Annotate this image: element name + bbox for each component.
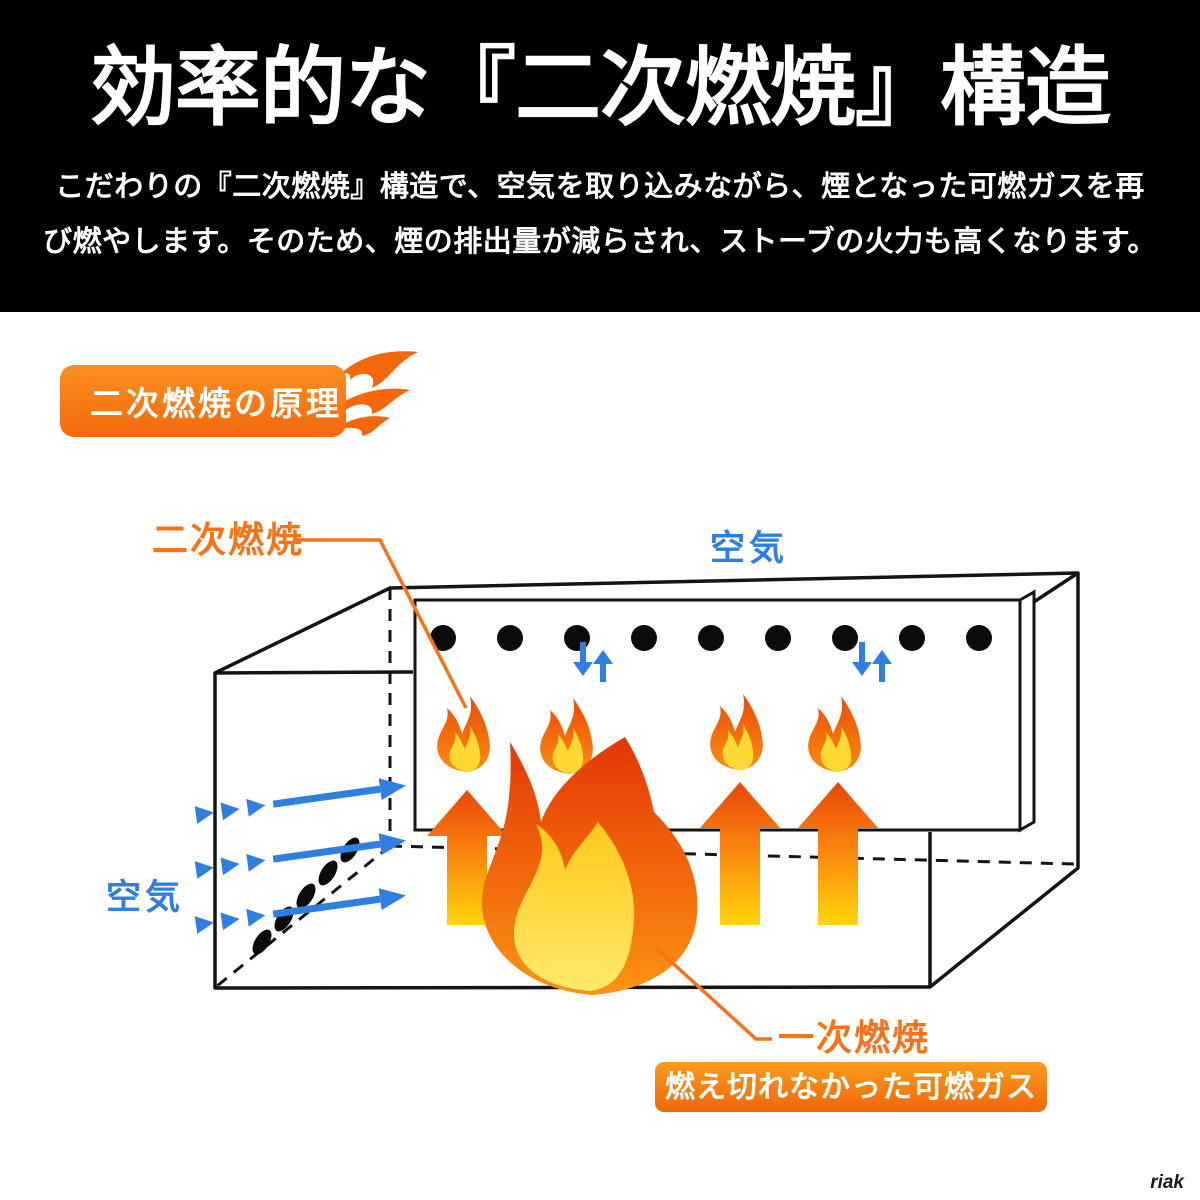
air-left-label: 空気 bbox=[106, 878, 184, 917]
gas-badge: 燃え切れなかった可燃ガス bbox=[655, 1062, 1047, 1112]
principle-badge: 二次燃焼の原理 bbox=[60, 365, 346, 437]
header-description-line-1: こだわりの『二次燃焼』構造で、空気を取り込みながら、煙となった可燃ガスを再 bbox=[55, 171, 1145, 204]
brand-watermark: riak bbox=[1150, 1172, 1184, 1193]
page-title: 効率的な『二次燃焼』構造 bbox=[90, 40, 1111, 136]
air-top-label: 空気 bbox=[710, 529, 788, 568]
header-description: こだわりの『二次燃焼』構造で、空気を取り込みながら、煙となった可燃ガスを再 び燃… bbox=[0, 160, 1200, 270]
primary-combustion-pointer bbox=[654, 946, 772, 1041]
primary-flame bbox=[481, 737, 698, 995]
gas-badge-label: 燃え切れなかった可燃ガス bbox=[665, 1071, 1037, 1104]
primary-combustion-label: 一次燃焼 bbox=[778, 1017, 930, 1058]
secondary-combustion-pointer bbox=[296, 538, 468, 709]
header-banner: 効率的な『二次燃焼』構造 こだわりの『二次燃焼』構造で、空気を取り込みながら、煙… bbox=[0, 0, 1200, 312]
combustion-diagram: 二次燃焼 空気 空気 一次燃焼 燃え切れなかった可燃ガス bbox=[106, 519, 1080, 1112]
flame-decoration-icon bbox=[326, 351, 418, 436]
top-air-holes bbox=[430, 625, 992, 651]
header-description-line-2: び燃やします。そのため、煙の排出量が減らされ、ストーブの火力も高くなります。 bbox=[43, 226, 1157, 259]
principle-badge-label: 二次燃焼の原理 bbox=[90, 385, 342, 422]
secondary-combustion-label: 二次燃焼 bbox=[152, 519, 304, 560]
left-air-arrows bbox=[194, 774, 408, 936]
